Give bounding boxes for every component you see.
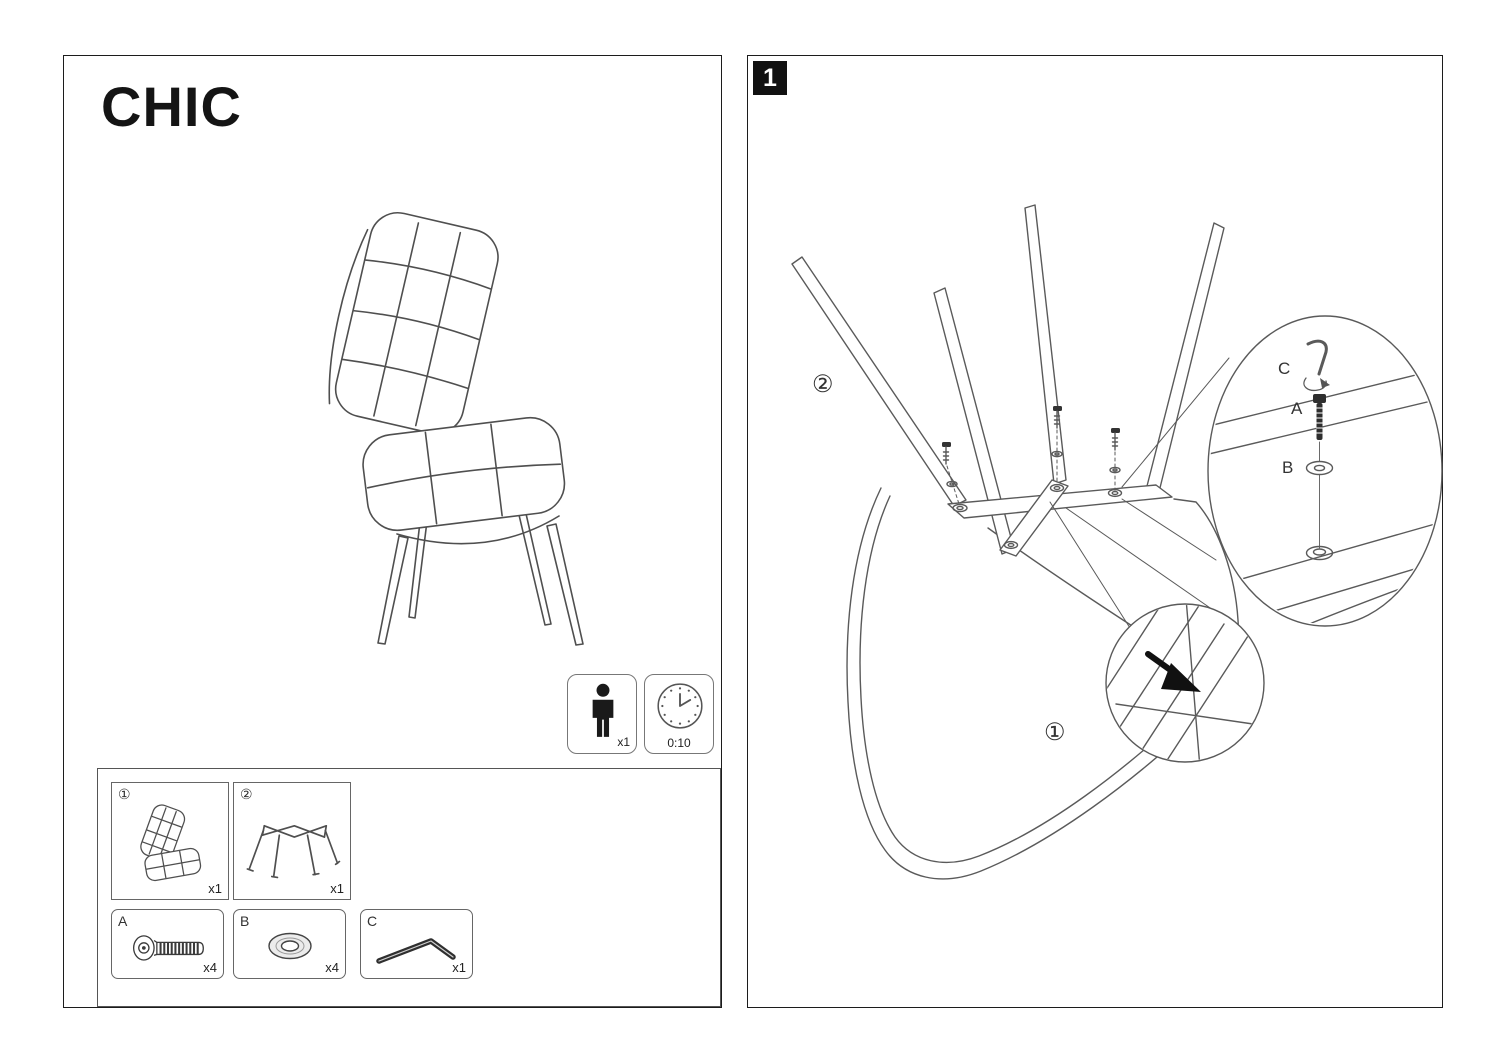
chair-front-right-leg bbox=[546, 523, 584, 646]
part-qty-2: x1 bbox=[330, 881, 344, 896]
part-qty-1: x1 bbox=[208, 881, 222, 896]
label-seat-shell: ① bbox=[1044, 719, 1066, 746]
chair-seat bbox=[362, 416, 566, 532]
allen-key-icon bbox=[375, 937, 456, 964]
part-box-bolt: A x4 bbox=[111, 909, 224, 979]
part-id-c: C bbox=[367, 913, 378, 929]
chair-underseat-edge bbox=[396, 515, 560, 545]
seat-shell-icon bbox=[140, 804, 202, 881]
people-required-box: x1 bbox=[567, 674, 637, 754]
label-leg-frame: ② bbox=[812, 371, 834, 398]
clock-icon bbox=[657, 683, 703, 729]
washer-icon bbox=[267, 932, 312, 959]
part-box-leg-frame: ② x1 bbox=[233, 782, 351, 900]
chair-backrest bbox=[328, 212, 499, 435]
step-number-badge: 1 bbox=[753, 61, 787, 95]
detail-callout-circle bbox=[1049, 501, 1265, 763]
label-bolt: A bbox=[1291, 399, 1303, 418]
people-qty: x1 bbox=[617, 735, 630, 749]
part-box-allen-key: C x1 bbox=[360, 909, 473, 979]
parts-list: ① bbox=[97, 768, 721, 1007]
washer-glyph bbox=[1305, 460, 1334, 476]
chair-front-left-leg bbox=[377, 535, 409, 645]
step-1-panel: 1 bbox=[747, 55, 1443, 1008]
part-box-washer: B x4 bbox=[233, 909, 346, 979]
detail-callout-ellipse bbox=[1207, 315, 1443, 627]
part-id-b: B bbox=[240, 913, 250, 929]
bolt-washer-glyphs bbox=[942, 406, 1121, 505]
part-id-1: ① bbox=[118, 786, 131, 802]
leg-frame-drawing bbox=[791, 204, 1225, 557]
part-id-2: ② bbox=[240, 786, 253, 802]
product-title: CHIC bbox=[101, 75, 242, 138]
meta-row: x1 0:10 bbox=[567, 674, 714, 754]
label-washer: B bbox=[1282, 458, 1293, 477]
part-qty-b: x4 bbox=[325, 960, 339, 975]
part-qty-c: x1 bbox=[452, 960, 466, 975]
part-id-a: A bbox=[118, 913, 128, 929]
bolt-glyph bbox=[1313, 394, 1326, 440]
part-qty-a: x4 bbox=[203, 960, 217, 975]
leg-frame-icon bbox=[246, 824, 341, 878]
part-box-seat-shell: ① bbox=[111, 782, 229, 900]
assembly-diagram: ② ① C A B bbox=[791, 204, 1443, 880]
bolt-icon bbox=[132, 934, 204, 961]
chair-drawing bbox=[328, 212, 584, 646]
allen-key-glyph bbox=[1306, 339, 1328, 376]
cover-panel: CHIC bbox=[63, 55, 722, 1008]
time-box: 0:10 bbox=[644, 674, 714, 754]
person-icon bbox=[592, 683, 614, 737]
label-allen-key: C bbox=[1278, 359, 1290, 378]
time-value: 0:10 bbox=[667, 736, 691, 750]
